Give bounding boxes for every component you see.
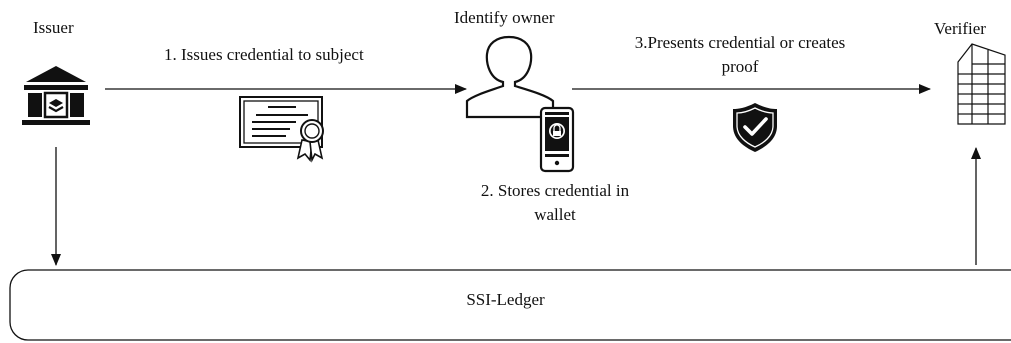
issuer-label: Issuer <box>33 18 74 37</box>
person-icon <box>465 35 555 119</box>
building-icon <box>957 43 1006 125</box>
present-step-label-line1: 3.Presents credential or creates <box>634 33 846 52</box>
phone-wallet-icon <box>539 106 575 173</box>
store-step-label-line1: 2. Stores credential in <box>480 181 630 200</box>
bank-icon <box>22 66 90 125</box>
shield-check-icon <box>733 103 777 152</box>
store-step-label-line2: wallet <box>534 205 576 224</box>
verifier-label: Verifier <box>934 19 986 38</box>
present-step-label-line2: proof <box>721 57 759 76</box>
certificate-icon <box>239 96 324 163</box>
issue-step-label: 1. Issues credential to subject <box>164 45 364 64</box>
ssi-ledger-box <box>9 269 1011 341</box>
ssi-ledger-label: SSI-Ledger <box>466 290 545 309</box>
holder-label: Identify owner <box>454 8 555 27</box>
